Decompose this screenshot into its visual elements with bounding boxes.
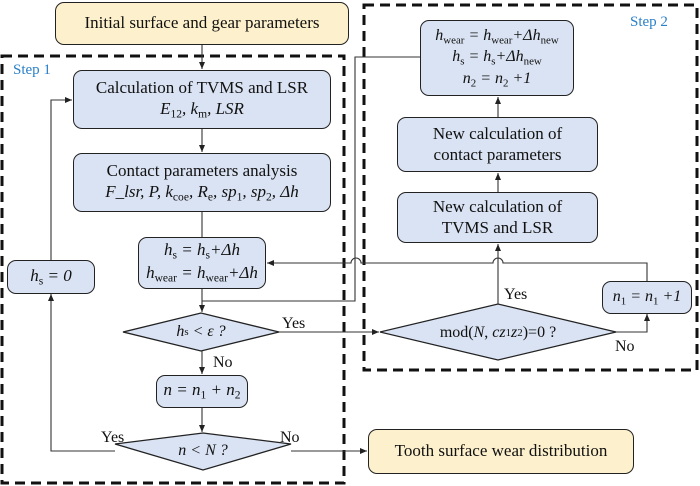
arrow-mod-no-to-increment <box>616 314 650 333</box>
new-contact-line2: contact parameters <box>433 144 562 164</box>
sum-node: n = n1 + n2 <box>156 375 248 408</box>
calc-tvms-title: Calculation of TVMS and LSR <box>95 77 309 97</box>
decision-n-no-label: No <box>280 429 300 446</box>
decision-n-shape <box>114 432 292 471</box>
hs-new-formula: hs = hs+Δhnew <box>452 48 542 68</box>
reset-hs-node: hs = 0 <box>7 260 95 294</box>
arrow-increment-to-update <box>267 257 648 281</box>
calc-tvms-params: E12, km, LSR <box>160 98 244 121</box>
decision-mod-no-label: No <box>615 338 635 355</box>
start-node: Initial surface and gear parameters <box>55 2 349 45</box>
arrow-reset-to-calc <box>50 97 72 260</box>
hwear-update-formula: hwear = hwear+Δh <box>146 263 258 285</box>
new-tvms-node: New calculation of TVMS and LSR <box>397 192 598 243</box>
new-wear-update-node: hwear = hwear+Δhnew hs = hs+Δhnew n2 = n… <box>420 20 574 96</box>
end-node: Tooth surface wear distribution <box>368 429 634 474</box>
calc-tvms-node: Calculation of TVMS and LSR E12, km, LSR <box>73 70 331 129</box>
decision-eps-no-label: No <box>213 354 233 371</box>
new-tvms-line2: TVMS and LSR <box>441 217 554 237</box>
decision-n-text: n < N ? <box>178 442 228 459</box>
hwear-new-formula: hwear = hwear+Δhnew <box>435 26 559 46</box>
end-label: Tooth surface wear distribution <box>394 441 608 461</box>
new-contact-node: New calculation of contact parameters <box>397 117 598 172</box>
wear-update-node: hs = hs+Δh hwear = hwear+Δh <box>138 237 266 289</box>
n2-increment-formula: n2 = n2 +1 <box>462 69 532 89</box>
decision-mod-yes-label: Yes <box>504 286 528 303</box>
step1-label: Step 1 <box>13 62 51 78</box>
step2-container <box>362 3 699 372</box>
new-tvms-line1: New calculation of <box>432 196 563 216</box>
n1-increment-formula: n1 = n1 +1 <box>612 287 682 307</box>
step2-label: Step 2 <box>630 14 668 30</box>
increment-n1-node: n1 = n1 +1 <box>602 281 692 314</box>
contact-analysis-title: Contact parameters analysis <box>106 160 298 180</box>
start-label: Initial surface and gear parameters <box>84 13 320 33</box>
sum-formula: n = n1 + n2 <box>163 380 241 402</box>
arrow-n-yes-to-reset <box>48 294 115 452</box>
line-loop-to-step2 <box>202 56 420 302</box>
decision-eps-yes-label: Yes <box>282 315 306 332</box>
new-contact-line1: New calculation of <box>432 123 563 143</box>
decision-n-yes-label: Yes <box>101 429 125 446</box>
hs-update-formula: hs = hs+Δh <box>164 240 240 262</box>
reset-hs-formula: hs = 0 <box>30 265 72 288</box>
contact-analysis-node: Contact parameters analysis F_lsr, P, kc… <box>73 153 331 212</box>
contact-analysis-params: F_lsr, P, kcoe, Re, sp1, sp2, Δh <box>105 181 299 204</box>
